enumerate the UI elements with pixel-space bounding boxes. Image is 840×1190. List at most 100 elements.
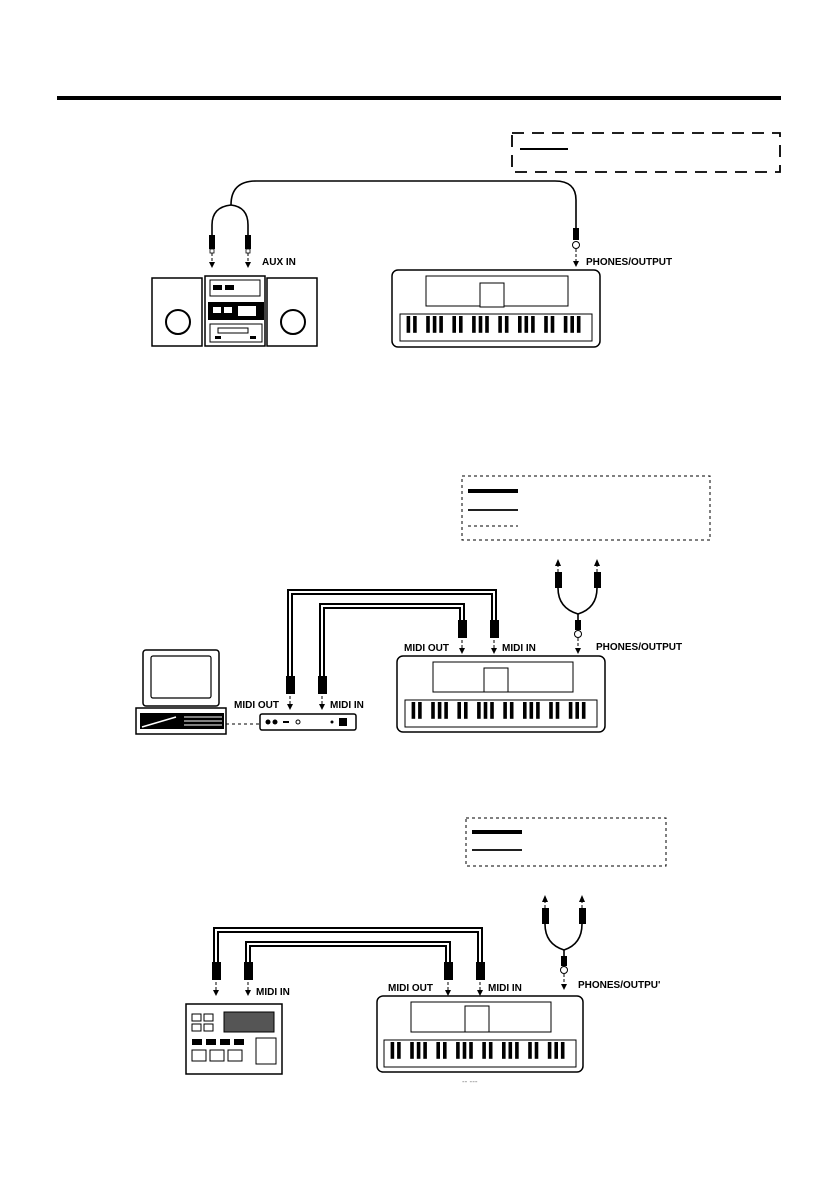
black-key [524,316,529,333]
black-key [416,1042,421,1059]
diagram-1: AUX IN PHONES/OUTPUT [151,132,781,348]
label-pc-midi-out: MIDI OUT [234,700,279,711]
black-key [431,702,435,719]
label-kbd-midi-in-2: MIDI IN [502,643,536,654]
black-key [478,316,483,333]
black-key [459,316,463,333]
black-key [581,702,586,719]
black-key [502,1042,506,1059]
legend-box-1 [511,132,781,173]
label-pc-midi-in: MIDI IN [330,700,364,711]
midi-plug-if-in [318,676,327,710]
phone-plug [572,228,580,267]
black-key [432,316,437,333]
label-aux-in: AUX IN [262,257,296,268]
black-key [550,316,555,333]
black-key [515,1042,519,1059]
midi-plug-if-out [286,676,295,710]
caption-fragment: -- --- [462,1077,478,1086]
keyboard-3 [376,995,584,1073]
black-key [547,1042,552,1059]
header-rule [57,96,781,100]
midi-plug-mod-in [244,962,253,996]
black-key [531,316,535,333]
phones-y-cable-2 [555,559,601,654]
keyboard-1 [391,269,601,348]
black-key [490,702,494,719]
black-key [544,316,548,333]
black-key [406,316,411,333]
keyboard-2 [396,655,606,733]
midi-plug-mod-out [212,962,221,996]
black-key [477,702,481,719]
black-key [560,1042,565,1059]
black-key [426,316,430,333]
black-key [536,702,540,719]
label-phones-output-1: PHONES/OUTPUT [586,257,672,268]
legend-box-2 [461,475,711,541]
black-key [437,702,442,719]
label-module-midi-in: MIDI IN [256,987,290,998]
black-key [443,1042,447,1059]
black-key [436,1042,440,1059]
black-key [452,316,456,333]
label-kbd-midi-out-3: MIDI OUT [388,983,433,994]
black-key [576,316,581,333]
black-key [457,702,461,719]
label-kbd-midi-out-2: MIDI OUT [404,643,449,654]
black-key [570,316,574,333]
label-kbd-midi-in-3: MIDI IN [488,983,522,994]
black-key [518,316,522,333]
computer [135,649,227,735]
black-key [554,1042,558,1059]
stereo-system [151,275,318,347]
black-key [504,316,509,333]
audio-cable [230,180,577,228]
black-key [482,1042,486,1059]
black-key [410,1042,414,1059]
black-key [575,702,579,719]
sound-module [185,1003,283,1075]
black-key [456,1042,460,1059]
label-phones-output-3: PHONES/OUTPU' [578,980,660,991]
black-key [528,1042,532,1059]
diagram-2: MIDI OUT MIDI IN PHONES/OUTPUT MIDI OUT … [135,475,711,735]
midi-plug-kbd-out-3 [444,962,453,996]
black-key [498,316,502,333]
y-split-cable [211,204,249,235]
black-key [462,1042,467,1059]
rca-plug-right [245,235,251,268]
black-key [423,1042,427,1059]
black-key [534,1042,539,1059]
midi-plug-kbd-in [490,620,499,654]
black-key [488,1042,493,1059]
black-key [418,702,422,719]
black-key [508,1042,513,1059]
legend-box-3 [465,817,667,867]
black-key [397,1042,401,1059]
black-key [555,702,560,719]
black-key [444,702,448,719]
midi-plug-kbd-out [458,620,467,654]
phones-y-cable-3 [542,895,586,990]
black-key [563,316,568,333]
label-phones-output-2: PHONES/OUTPUT [596,642,682,653]
black-key [472,316,476,333]
black-key [411,702,416,719]
black-key [439,316,443,333]
black-key [503,702,507,719]
black-key [568,702,573,719]
midi-cable-inner-3 [245,941,451,962]
midi-plug-kbd-in-3 [476,962,485,996]
rca-plug-left [209,235,215,268]
black-key [464,702,468,719]
black-key [469,1042,473,1059]
black-key [413,316,417,333]
black-key [390,1042,395,1059]
black-key [523,702,527,719]
black-key [509,702,514,719]
black-key [529,702,534,719]
diagram-3: MIDI IN MIDI OUT MIDI IN PHONES/OUTPU' [185,817,667,1086]
